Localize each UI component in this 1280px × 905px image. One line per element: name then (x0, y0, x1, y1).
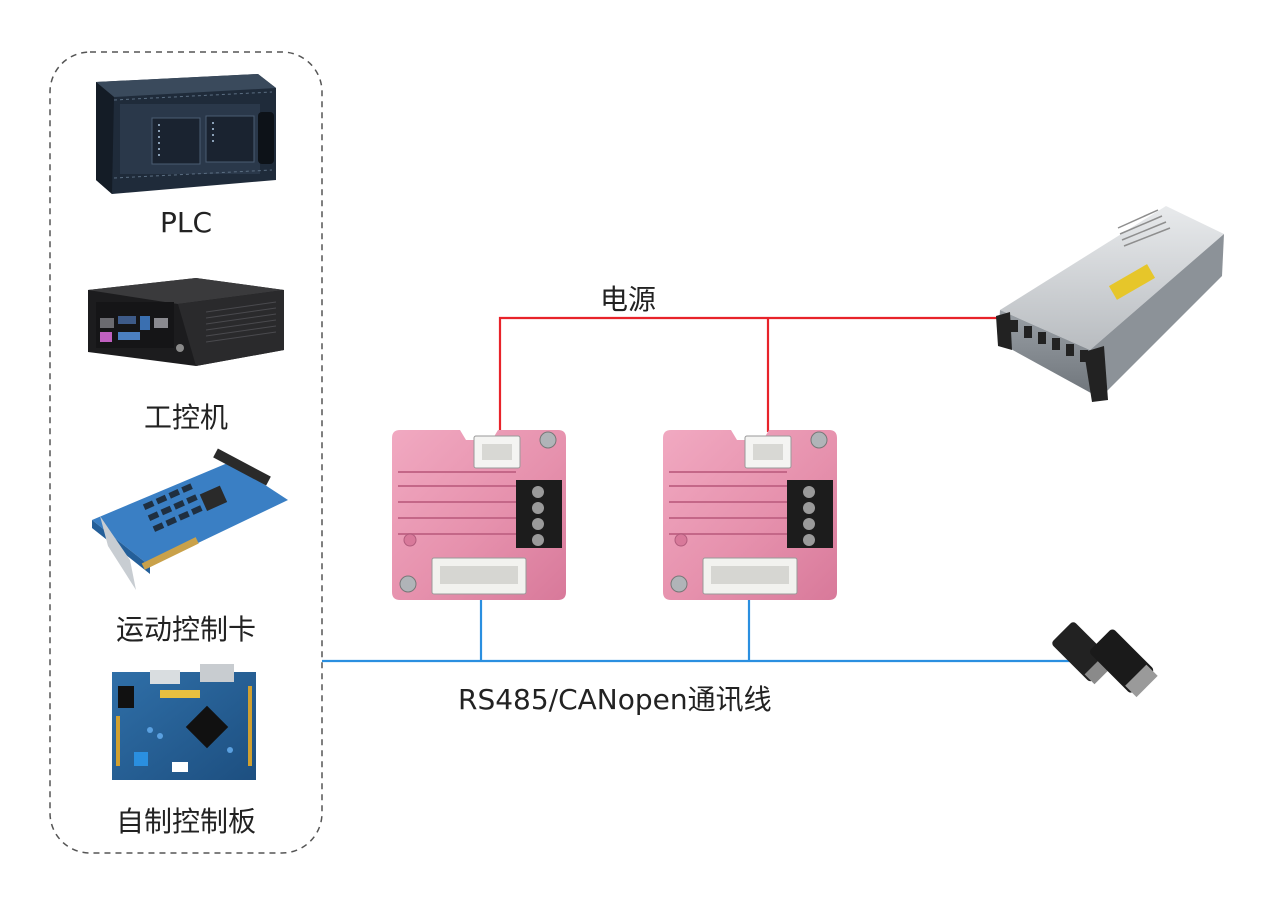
industrial-pc-icon (88, 278, 284, 366)
power-line (498, 316, 1000, 432)
controller-group-frame (49, 51, 323, 854)
custom-control-board-icon (112, 664, 256, 780)
power-line-label: 电源 (600, 283, 657, 316)
power-supply-icon (996, 206, 1224, 402)
bus-wiring (322, 598, 1070, 663)
controller-label-plc: PLC (159, 206, 213, 239)
controller-label-custom-board: 自制控制板 (115, 805, 257, 838)
bus-line-label: RS485/CANopen通讯线 (458, 683, 772, 716)
m8-connector-icon (1052, 622, 1158, 698)
plc-module-icon (96, 74, 276, 194)
controller-label-motion-card: 运动控制卡 (115, 613, 257, 646)
motion-control-card-icon (92, 448, 288, 590)
integrated-stepper-driver-1 (392, 430, 566, 600)
integrated-stepper-driver-2 (663, 430, 837, 600)
power-wiring (498, 316, 1000, 432)
controller-label-ipc: 工控机 (143, 401, 229, 434)
